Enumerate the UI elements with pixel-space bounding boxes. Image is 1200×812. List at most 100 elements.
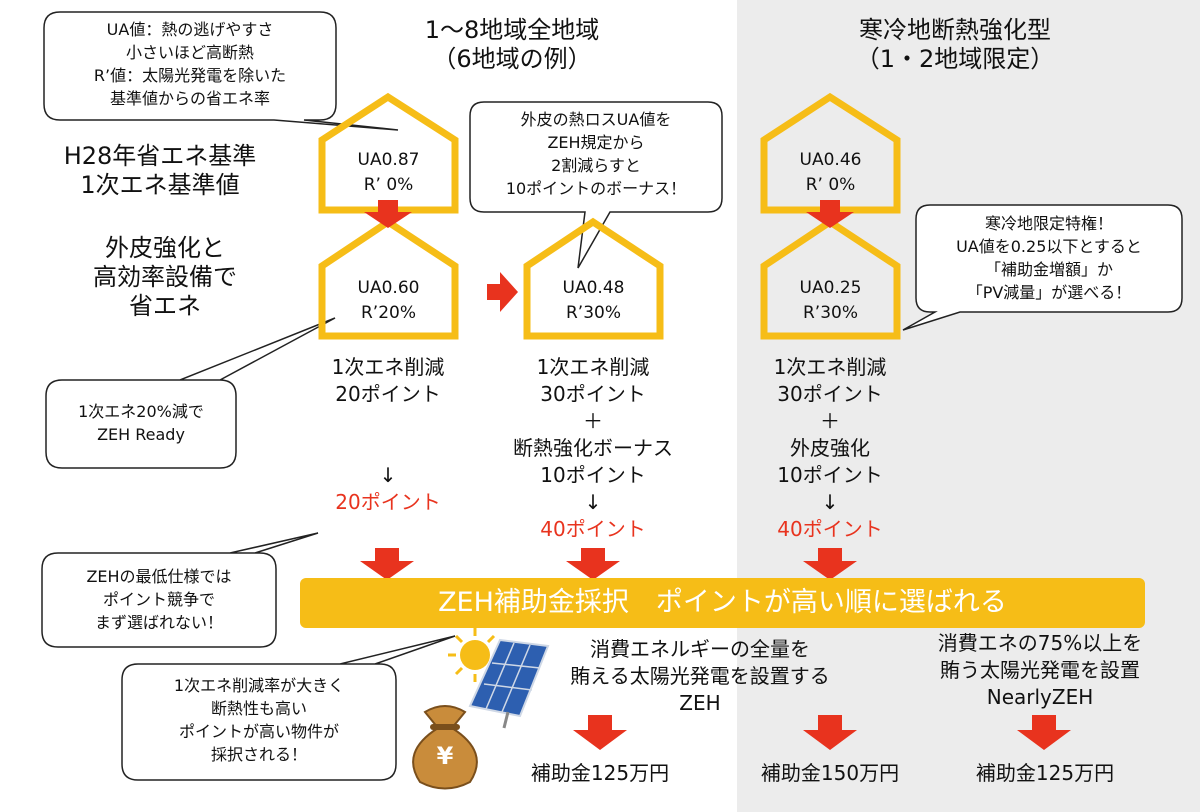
points-col2: 1次エネ削減 30ポイント ＋ 断熱強化ボーナス 10ポイント ↓ 40ポイント bbox=[488, 354, 698, 543]
points-line: 30ポイント bbox=[777, 382, 883, 406]
house-ua-value: UA0.60 bbox=[357, 278, 420, 298]
callout-line: ZEH Ready bbox=[97, 425, 185, 444]
header-all-regions: 1〜8地域全地域 （6地域の例） bbox=[362, 16, 662, 74]
callout-bonus-bubble bbox=[469, 101, 723, 269]
callout-cold-privilege: 寒冷地限定特権！ UA値を0.25以下とすると 「補助金増額」か 「PV減量」が… bbox=[918, 212, 1180, 304]
house-r-value: R’30% bbox=[802, 303, 858, 323]
outcome-line: 消費エネの75%以上を bbox=[937, 631, 1143, 655]
outcome-line: 賄える太陽光発電を設置する bbox=[570, 664, 830, 688]
outcome-zeh: 消費エネルギーの全量を 賄える太陽光発電を設置する ZEH bbox=[540, 636, 860, 717]
points-line: 1次エネ削減 bbox=[773, 355, 887, 379]
callout-line: 小さいほど高断熱 bbox=[125, 43, 254, 62]
house-base-cold-outline bbox=[760, 92, 901, 214]
callout-line: 基準値からの省エネ率 bbox=[109, 89, 270, 108]
down-arrow-glyph: ↓ bbox=[821, 490, 839, 514]
header-all-regions-line: 1〜8地域全地域 bbox=[424, 16, 600, 44]
subsidy-nearly-zeh: 補助金125万円 bbox=[975, 761, 1115, 785]
house-improved-text: UA0.60 R’20% bbox=[330, 276, 447, 326]
subsidy-zeh: 補助金125万円 bbox=[530, 761, 670, 785]
arrow-down-col3-subsidy bbox=[803, 715, 857, 750]
arrow-down-col2-banner bbox=[566, 548, 620, 580]
money-bag-icon bbox=[412, 705, 478, 790]
outcome-line: NearlyZEH bbox=[986, 685, 1094, 709]
points-total: 40ポイント bbox=[540, 517, 646, 541]
callout-line: 寒冷地限定特権！ bbox=[984, 214, 1113, 233]
points-line: 1次エネ削減 bbox=[331, 355, 445, 379]
callout-line: まず選ばれない！ bbox=[94, 613, 223, 632]
callout-bonus: 外皮の熱ロスUA値を ZEH規定から 2割減らすと 10ポイントのボーナス！ bbox=[472, 108, 720, 200]
callout-line: 1次エネ20%減で bbox=[78, 402, 204, 421]
callout-line: UA値：熱の逃げやすさ bbox=[106, 20, 274, 39]
house-r-value: R’ 0% bbox=[363, 175, 414, 195]
points-col3: 1次エネ削減 30ポイント ＋ 外皮強化 10ポイント ↓ 40ポイント bbox=[740, 354, 920, 543]
callout-line: R’値：太陽光発電を除いた bbox=[93, 66, 287, 85]
header-cold-regions-line: 寒冷地断熱強化型 bbox=[859, 16, 1051, 44]
callout-line: ZEH規定から bbox=[547, 133, 645, 152]
house-bonus-text: UA0.48 R’30% bbox=[535, 276, 652, 326]
callout-zeh-ready: 1次エネ20%減で ZEH Ready bbox=[48, 400, 234, 446]
points-line: 断熱強化ボーナス bbox=[513, 436, 673, 460]
outcome-line: 賄う太陽光発電を設置 bbox=[940, 658, 1140, 682]
arrow-down-col3-banner bbox=[803, 548, 857, 580]
callout-selected: 1次エネ削減率が大きく 断熱性も高い ポイントが高い物件が 採択される！ bbox=[124, 674, 394, 766]
house-ua-value: UA0.46 bbox=[799, 150, 862, 170]
house-base-all-outline bbox=[318, 92, 459, 214]
callout-line: ポイント競争で bbox=[102, 590, 215, 609]
improvement-label-line: 外皮強化と bbox=[105, 234, 225, 262]
arrow-right-to-bonus bbox=[487, 272, 518, 312]
callout-line: 外皮の熱ロスUA値を bbox=[520, 110, 672, 129]
improvement-label-line: 省エネ bbox=[129, 292, 201, 320]
callout-line: 採択される！ bbox=[210, 745, 307, 764]
callout-zeh-ready-bubble bbox=[45, 317, 336, 469]
callout-line: ポイントが高い物件が bbox=[178, 722, 339, 741]
callout-selected-bubble bbox=[121, 635, 456, 781]
zeh-selection-banner: ZEH補助金採択 ポイントが高い順に選ばれる bbox=[300, 578, 1145, 628]
solar-panel-icon bbox=[468, 638, 550, 729]
points-line: 20ポイント bbox=[335, 382, 441, 406]
arrow-down-nearly-subsidy bbox=[1017, 715, 1071, 750]
house-cold-outline bbox=[760, 217, 901, 340]
points-plus: ＋ bbox=[820, 409, 840, 433]
arrow-down-col1-banner bbox=[360, 548, 414, 580]
house-improved-outline bbox=[318, 217, 459, 340]
callout-minimum-spec: ZEHの最低仕様では ポイント競争で まず選ばれない！ bbox=[44, 565, 274, 634]
baseline-label-line: 1次エネ基準値 bbox=[80, 171, 240, 199]
callout-minimum-bubble bbox=[41, 532, 319, 648]
callout-line: 「PV減量」が選べる！ bbox=[966, 283, 1132, 302]
points-line: 1次エネ削減 bbox=[536, 355, 650, 379]
house-cold-text: UA0.25 R’30% bbox=[772, 276, 889, 326]
callout-line: ZEHの最低仕様では bbox=[86, 567, 232, 586]
points-total: 40ポイント bbox=[777, 517, 883, 541]
house-r-value: R’20% bbox=[360, 303, 416, 323]
points-line: 外皮強化 bbox=[790, 436, 870, 460]
house-r-value: R’30% bbox=[565, 303, 621, 323]
points-plus: ＋ bbox=[583, 409, 603, 433]
callout-cold-bubble bbox=[902, 204, 1183, 331]
points-total: 20ポイント bbox=[335, 490, 441, 514]
points-line: 10ポイント bbox=[777, 463, 883, 487]
callout-definitions: UA値：熱の逃げやすさ 小さいほど高断熱 R’値：太陽光発電を除いた 基準値から… bbox=[46, 18, 334, 110]
callout-line: 断熱性も高い bbox=[210, 699, 307, 718]
improvement-label: 外皮強化と 高効率設備で 省エネ bbox=[60, 234, 270, 321]
header-all-regions-line: （6地域の例） bbox=[432, 45, 592, 73]
arrow-down-zeh-subsidy bbox=[573, 715, 627, 750]
house-base-all-text: UA0.87 R’ 0% bbox=[330, 148, 447, 198]
outcome-line: 消費エネルギーの全量を bbox=[590, 637, 810, 661]
outcome-nearly-zeh: 消費エネの75%以上を 賄う太陽光発電を設置 NearlyZEH bbox=[905, 630, 1175, 711]
callout-line: 10ポイントのボーナス！ bbox=[505, 179, 687, 198]
callout-line: 「補助金増額」か bbox=[984, 260, 1113, 279]
callout-line: 2割減らすと bbox=[551, 156, 641, 175]
baseline-label: H28年省エネ基準 1次エネ基準値 bbox=[40, 142, 280, 200]
house-ua-value: UA0.48 bbox=[562, 278, 625, 298]
house-r-value: R’ 0% bbox=[805, 175, 856, 195]
down-arrow-glyph: ↓ bbox=[379, 463, 397, 487]
house-ua-value: UA0.87 bbox=[357, 150, 420, 170]
house-base-cold-text: UA0.46 R’ 0% bbox=[772, 148, 889, 198]
callout-line: 1次エネ削減率が大きく bbox=[173, 676, 345, 695]
baseline-label-line: H28年省エネ基準 bbox=[63, 142, 257, 170]
subsidy-cold: 補助金150万円 bbox=[760, 761, 900, 785]
points-line: 10ポイント bbox=[540, 463, 646, 487]
header-cold-regions-line: （1・2地域限定） bbox=[855, 45, 1055, 73]
header-cold-regions: 寒冷地断熱強化型 （1・2地域限定） bbox=[800, 16, 1110, 74]
